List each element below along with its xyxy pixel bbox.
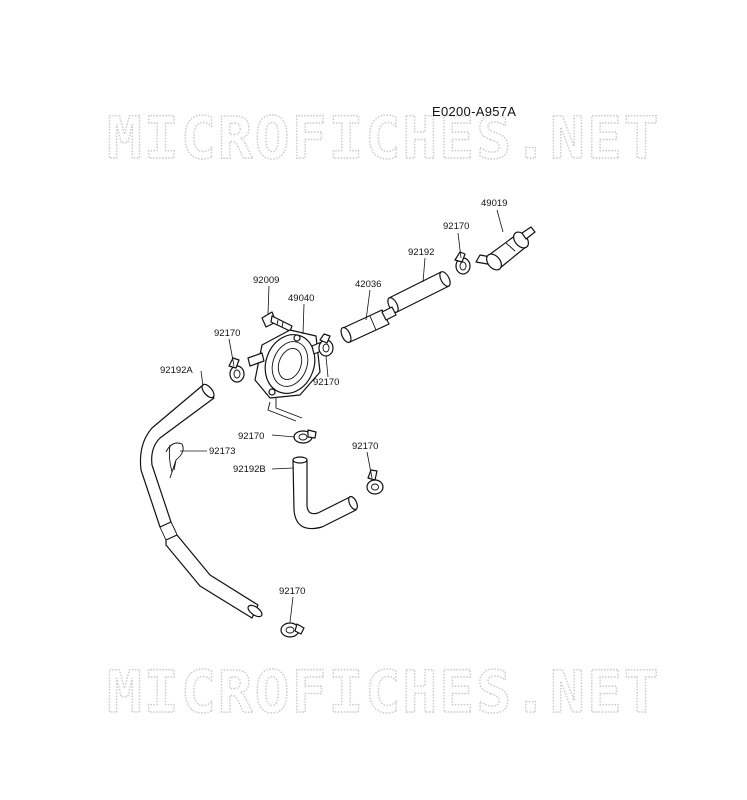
joint-pipe-42036[interactable] (339, 306, 397, 344)
label-92170-lower: 92170 (238, 431, 264, 442)
label-92009: 92009 (253, 275, 279, 286)
watermark-bottom: MICROFICHES.NET (107, 658, 661, 726)
label-92170-top: 92170 (443, 221, 469, 232)
fuel-hose-92192B[interactable] (292, 456, 359, 530)
fuel-filter-49019[interactable] (475, 226, 536, 273)
hose-clamp-92170-left[interactable] (228, 357, 245, 383)
label-92170-left: 92170 (214, 328, 240, 339)
hose-clamp-92170-top[interactable] (454, 251, 471, 275)
clip-92173[interactable] (165, 442, 184, 479)
watermark-top: MICROFICHES.NET (107, 104, 661, 172)
label-49019: 49019 (481, 198, 507, 209)
label-92170-right: 92170 (352, 441, 378, 452)
label-92170-bottom: 92170 (279, 586, 305, 597)
label-92173: 92173 (209, 446, 235, 457)
bolt-92009[interactable] (261, 311, 293, 332)
leader-lines (180, 209, 504, 623)
label-49040: 49040 (288, 293, 314, 304)
hose-clamp-92170-lower[interactable] (293, 429, 317, 444)
label-42036: 42036 (355, 279, 381, 290)
label-92192: 92192 (408, 247, 434, 258)
hose-clamp-92170-right[interactable] (366, 469, 384, 495)
hose-clamp-92170-bottom[interactable] (280, 622, 305, 638)
diagram-code: E0200-A957A (432, 104, 516, 119)
label-92170-mid: 92170 (313, 377, 339, 388)
hose-clamp-92170-mid[interactable] (318, 333, 334, 357)
fuel-hose-92192A[interactable] (139, 382, 263, 619)
label-92192A: 92192A (160, 365, 193, 376)
label-92192B: 92192B (233, 464, 266, 475)
fuel-pump-49040[interactable] (247, 328, 327, 422)
fuel-hose-92192[interactable] (386, 270, 453, 314)
